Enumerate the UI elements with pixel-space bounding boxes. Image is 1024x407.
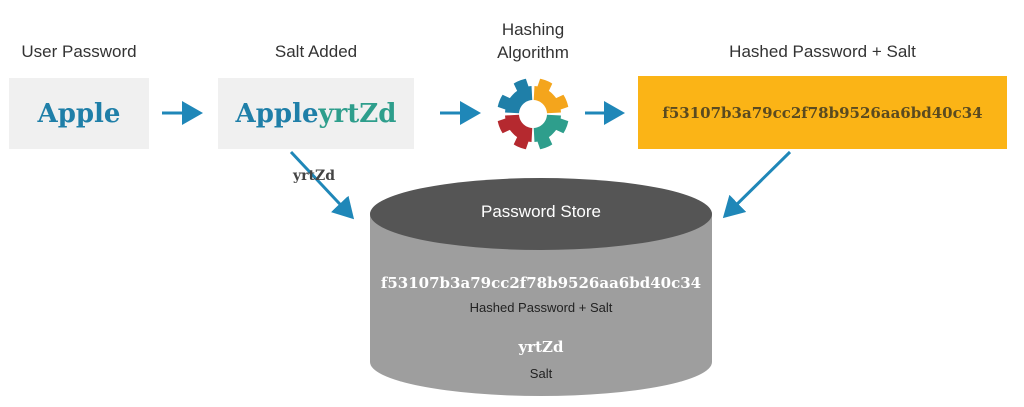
arrow-hash-to-store (722, 150, 792, 219)
label-user-password: User Password (21, 42, 137, 61)
gear-segment (497, 78, 533, 114)
gear-icon (497, 78, 569, 150)
arrow-salt-to-store (289, 150, 355, 220)
gear-segment (533, 114, 569, 150)
hashed-password-value: f53107b3a79cc2f78b9526aa6bd40c34 (662, 103, 983, 122)
stored-salt-caption: Salt (529, 366, 553, 381)
password-store-title: Password Store (481, 202, 601, 221)
salted-password-salt: yrtZd (318, 98, 397, 129)
user-password-box: Apple (9, 78, 149, 149)
hashed-password-box: f53107b3a79cc2f78b9526aa6bd40c34 (638, 76, 1007, 149)
gear-segment (533, 78, 569, 114)
user-password-value: Apple (37, 98, 121, 129)
salt-arrow-label: yrtZd (293, 168, 335, 184)
stored-hash-value: f53107b3a79cc2f78b9526aa6bd40c34 (380, 274, 702, 292)
stored-hash-caption: Hashed Password + Salt (469, 300, 613, 315)
label-algorithm: Algorithm (497, 43, 569, 62)
label-salt-added: Salt Added (274, 42, 358, 61)
stored-salt-value: yrtZd (518, 338, 564, 356)
label-hashing: Hashing (501, 20, 565, 39)
gear-segment (497, 114, 533, 150)
label-hashed-password-salt: Hashed Password + Salt (729, 42, 916, 61)
salted-password-base: Apple (235, 98, 319, 129)
password-store-cylinder (370, 178, 712, 396)
